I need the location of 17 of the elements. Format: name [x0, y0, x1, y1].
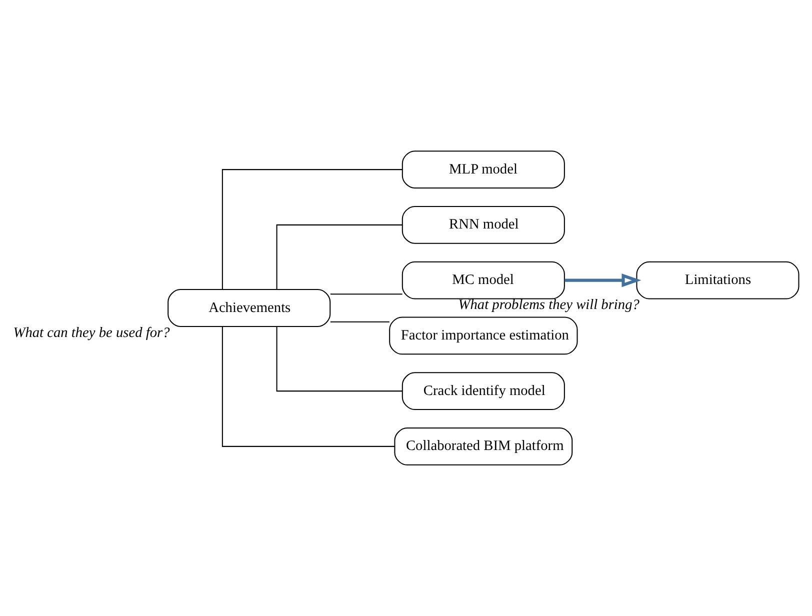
- connector: [222, 326, 395, 447]
- connector: [276, 224, 402, 290]
- connector: [276, 326, 402, 392]
- connector: [330, 321, 390, 322]
- node-box: Achievements: [168, 289, 331, 327]
- connector: [222, 169, 402, 290]
- node-box: Collaborated BIM platform: [394, 427, 573, 466]
- node-box: MLP model: [402, 150, 565, 189]
- node-box: MC model: [402, 261, 565, 300]
- node-label: What can they be used for?: [13, 324, 170, 341]
- node-label: What problems they will bring?: [458, 297, 640, 314]
- node-box: Crack identify model: [402, 372, 565, 410]
- node-box: RNN model: [402, 206, 565, 244]
- node-box: Limitations: [636, 261, 800, 300]
- node-box: Factor importance estimation: [389, 316, 578, 355]
- arrow: [564, 273, 642, 288]
- connector: [330, 294, 402, 295]
